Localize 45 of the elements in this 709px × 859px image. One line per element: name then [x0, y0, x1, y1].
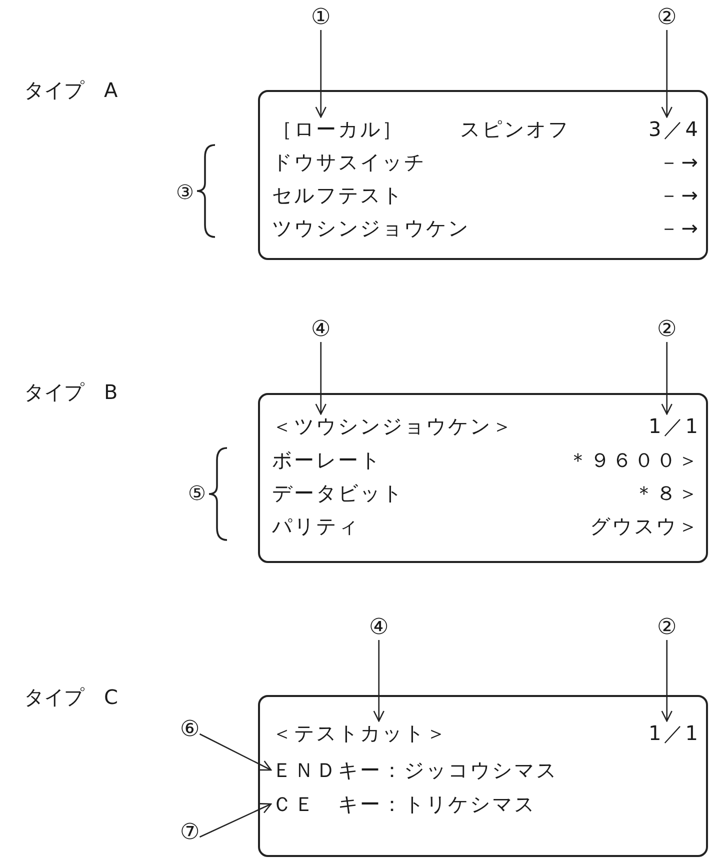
screen-text: －→ [659, 150, 700, 174]
screen-text: データビット [272, 481, 404, 505]
leader-arrow [661, 30, 673, 118]
callout-number: ② [657, 616, 677, 640]
display-screen [258, 695, 708, 857]
screen-text: －→ [659, 183, 700, 207]
type-label: タイプ C [24, 685, 118, 709]
screen-text: パリティ [272, 514, 360, 538]
leader-arrow [199, 803, 272, 838]
screen-text: ＜テストカット＞ [272, 721, 448, 745]
leader-arrow [199, 733, 272, 771]
screen-text: ＜ツウシンジョウケン＞ [272, 414, 514, 438]
screen-text: セルフテスト [272, 183, 404, 207]
callout-number: ⑥ [180, 718, 200, 742]
leader-arrow [661, 342, 673, 415]
screen-text: グウスウ＞ [590, 514, 700, 538]
callout-number: ② [657, 318, 677, 342]
screen-text: 1／1 [648, 414, 700, 438]
screen-text: 3／4 [648, 117, 700, 141]
callout-number: ③ [176, 180, 194, 204]
callout-number: ⑤ [188, 481, 206, 505]
screen-text: ツウシンジョウケン [272, 216, 470, 240]
type-label: タイプ A [24, 78, 118, 102]
callout-number: ④ [369, 616, 389, 640]
screen-text: 1／1 [648, 721, 700, 745]
screen-text: －→ [659, 216, 700, 240]
screen-text: ＣＥ キー：トリケシマス [272, 792, 536, 816]
leader-arrow [661, 640, 673, 722]
screen-text: ドウサスイッチ [272, 150, 426, 174]
screen-text: ボーレート [272, 448, 382, 472]
leader-arrow [373, 640, 385, 722]
screen-text: スピンオフ [460, 117, 570, 141]
leader-arrow [315, 30, 327, 118]
screen-text: ＊８＞ [634, 481, 700, 505]
leader-arrow [315, 342, 327, 415]
callout-number: ② [657, 6, 677, 30]
callout-number: ① [311, 6, 331, 30]
display-screen [258, 393, 708, 563]
screen-text: ［ローカル］ [272, 117, 404, 141]
callout-number: ⑦ [180, 821, 200, 845]
screen-text: ＊９６００＞ [568, 448, 700, 472]
screen-text: ＥＮＤキー：ジッコウシマス [272, 758, 558, 782]
callout-number: ④ [311, 318, 331, 342]
type-label: タイプ B [24, 380, 118, 404]
display-screen [258, 90, 708, 260]
